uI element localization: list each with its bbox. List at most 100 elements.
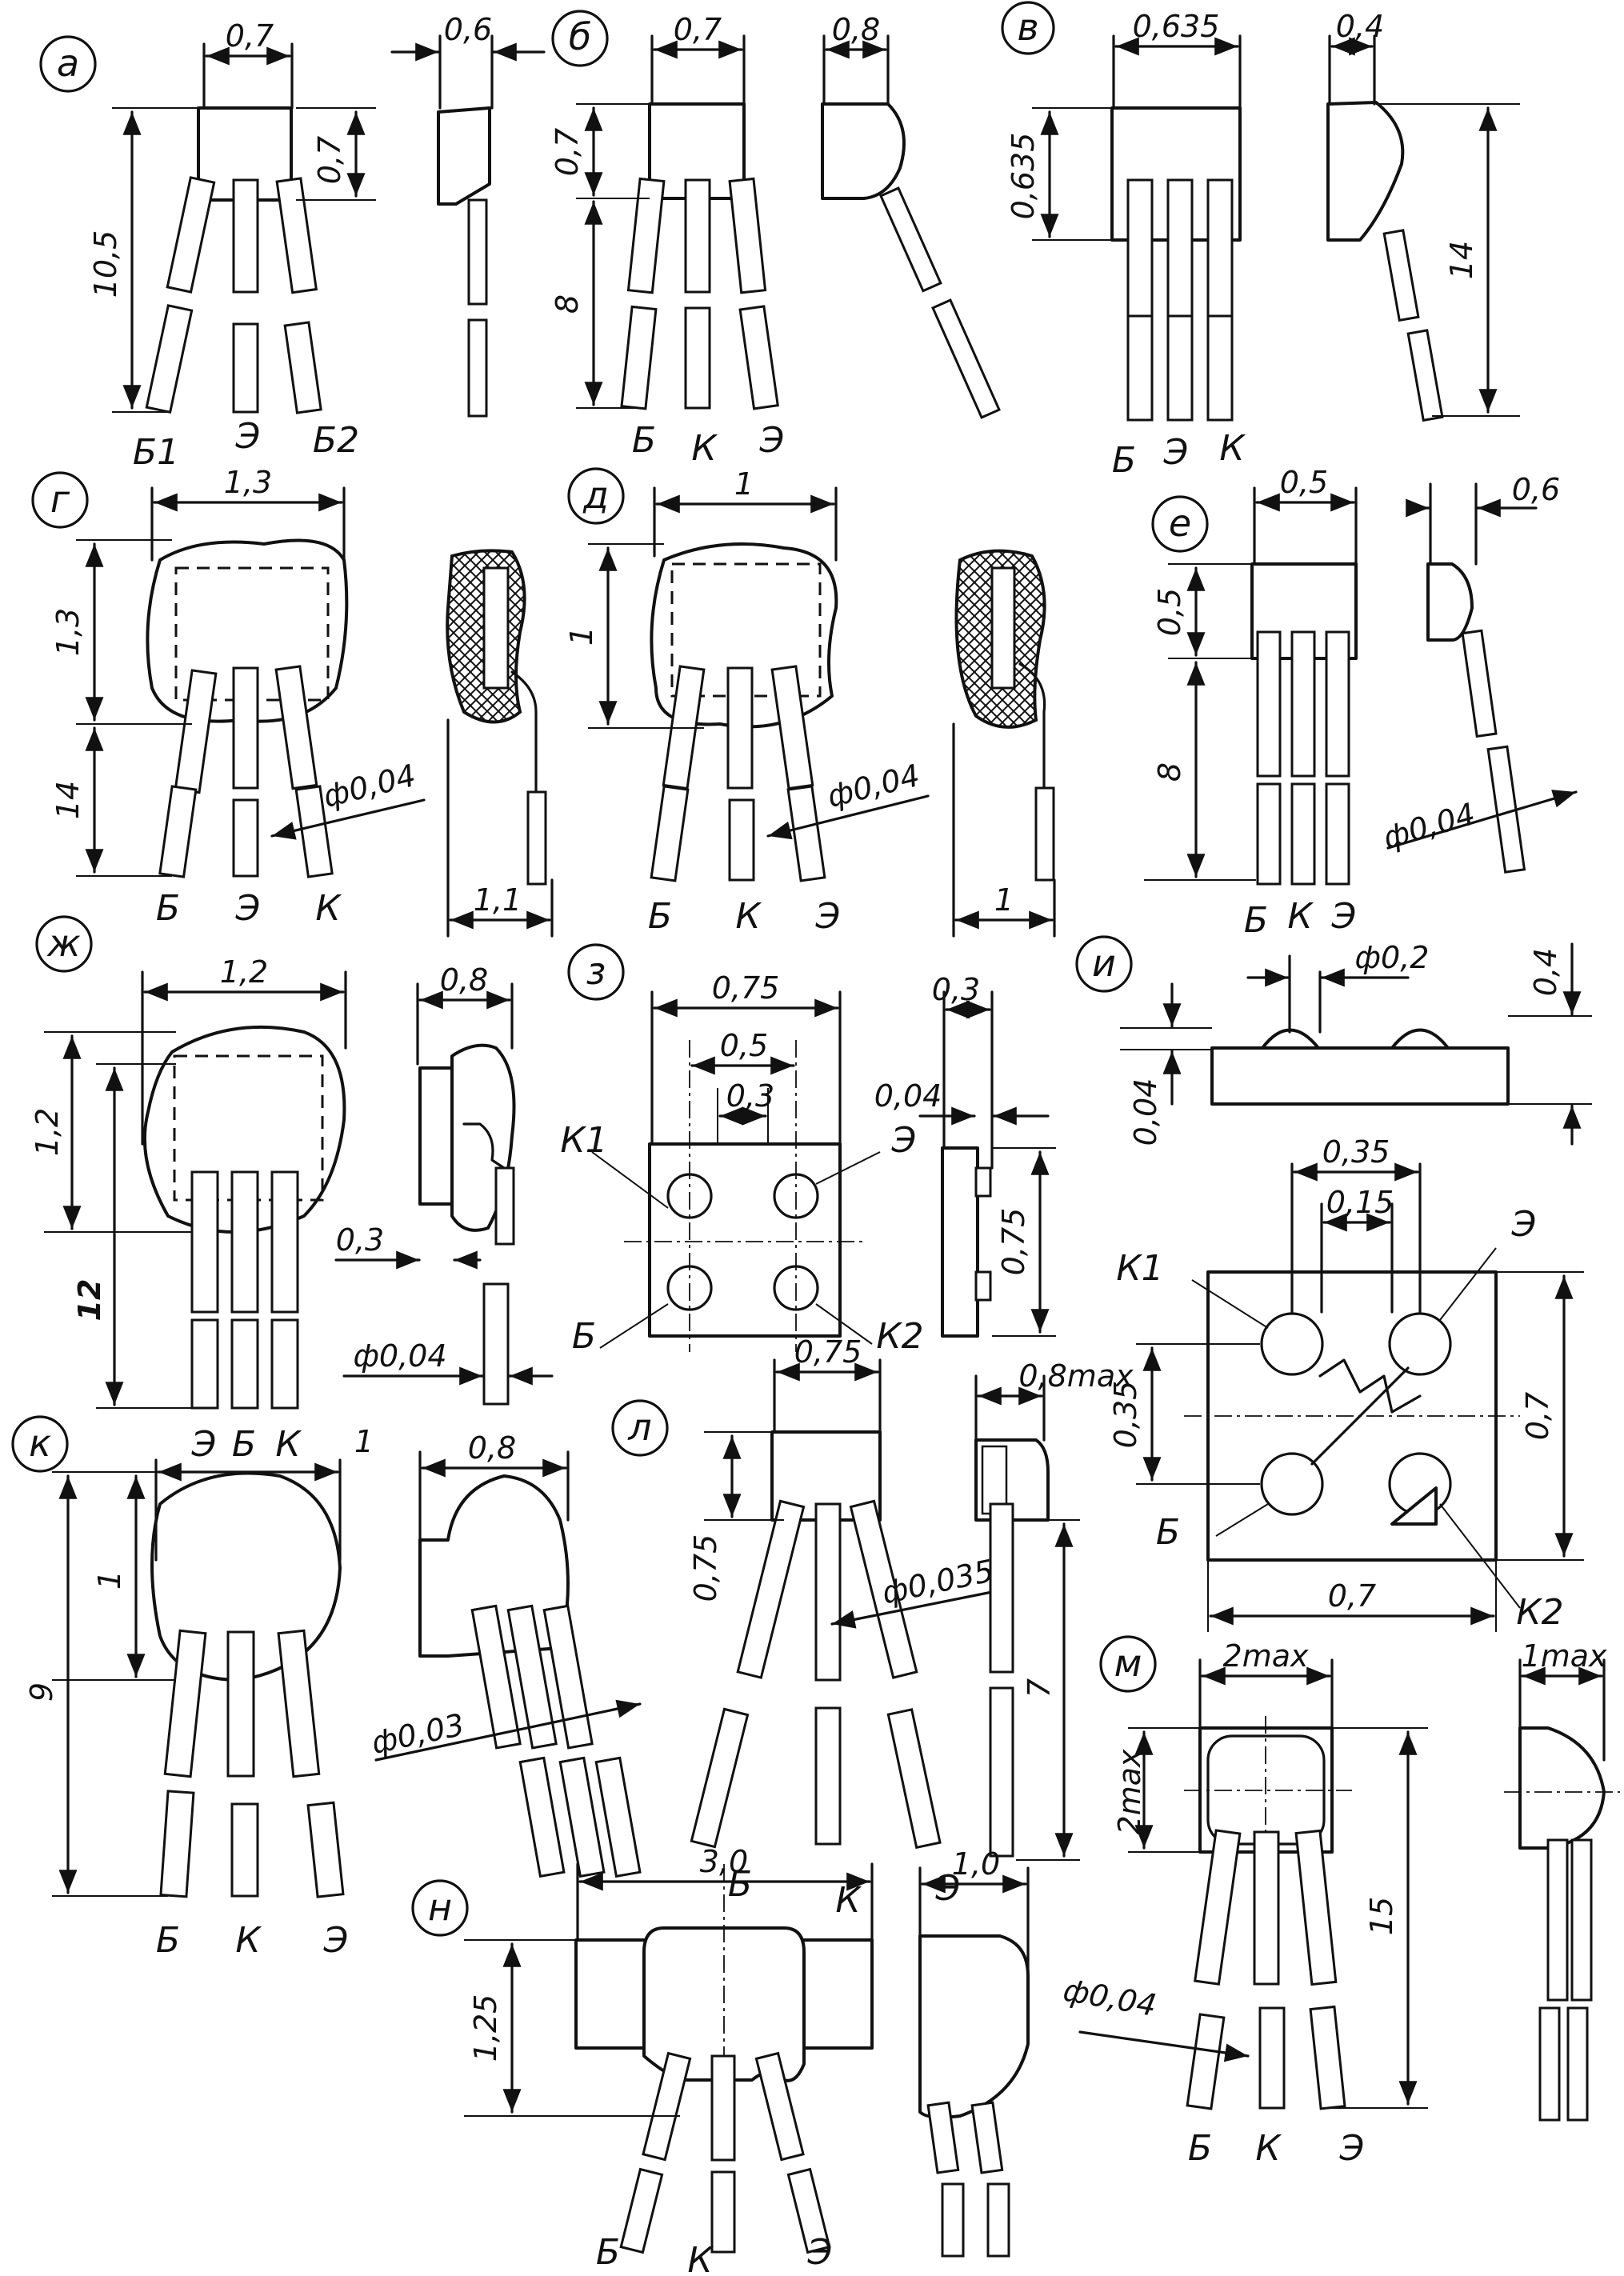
dim-height: 1,3 bbox=[50, 608, 86, 656]
pin-label: Э bbox=[807, 2232, 833, 2273]
variant-letter: з bbox=[586, 950, 606, 993]
side-view-body bbox=[941, 1146, 979, 1338]
bump bbox=[1261, 1028, 1320, 1050]
dim-width: 0,7 bbox=[674, 12, 722, 47]
leads bbox=[1126, 178, 1234, 422]
side-view-body bbox=[918, 1934, 1030, 2119]
side-view-chip bbox=[418, 1066, 455, 1206]
pin-label: Б bbox=[596, 2232, 620, 2273]
dim-thickness: 1,0 bbox=[952, 1846, 1000, 1882]
dim-pad-gap: 0,15 bbox=[1326, 1185, 1394, 1220]
dim-height: 0,75 bbox=[688, 1534, 723, 1602]
dim-height: 0,7 bbox=[550, 128, 585, 176]
dim-width: 1 bbox=[354, 1424, 374, 1459]
dim-height: 1 bbox=[92, 1570, 127, 1590]
variant-letter: а bbox=[57, 42, 79, 85]
variant-label-circle bbox=[1001, 1, 1055, 55]
variant-label-circle bbox=[31, 471, 89, 529]
pin-label: К bbox=[687, 2240, 714, 2276]
pin-label: К bbox=[835, 1880, 862, 1921]
dim-thickness: 0,3 bbox=[932, 972, 980, 1007]
pin-label: Б bbox=[1112, 440, 1136, 481]
pin-label: К bbox=[1255, 2128, 1282, 2169]
variant-n: н 3,0 1,25 Б К Э 1,0 bbox=[411, 1844, 1030, 2276]
side-view-body bbox=[1518, 1726, 1606, 1850]
dim-width: 0,75 bbox=[712, 970, 780, 1006]
variant-letter: к bbox=[29, 1422, 51, 1465]
variant-letter: м bbox=[1114, 1642, 1142, 1685]
pin-label: К bbox=[1287, 896, 1314, 937]
leads bbox=[1186, 1829, 1346, 2110]
dim-thickness: 1,1 bbox=[474, 882, 522, 918]
pin-label: Э bbox=[235, 416, 261, 457]
dim-length: 15 bbox=[1364, 1897, 1399, 1935]
pin-label: Б bbox=[1188, 2128, 1212, 2169]
variant-z: з 0,75 0,5 0,3 К1 Э Б К2 0,3 bbox=[560, 943, 1056, 1357]
leads bbox=[620, 177, 779, 410]
pin-label: Б1 bbox=[133, 432, 179, 473]
dim-wire-diameter: ф0,03 bbox=[368, 1707, 467, 1761]
pin-label: Б bbox=[1244, 900, 1268, 941]
variant-label-circle bbox=[551, 10, 609, 67]
dim-width: 0,635 bbox=[1133, 9, 1220, 44]
dim-thickness: 1 bbox=[994, 882, 1014, 918]
variant-v: в 0,635 0,635 Б Э К 0,4 14 bbox=[1001, 1, 1520, 481]
leads bbox=[650, 665, 826, 882]
dim-length: 9 bbox=[24, 1682, 59, 1702]
pin-label: Б2 bbox=[313, 420, 359, 461]
dim-width: 0,75 bbox=[794, 1334, 862, 1370]
pin-label: Б bbox=[632, 420, 656, 461]
pin-label: Э bbox=[1163, 432, 1189, 473]
pin-label: Б bbox=[648, 896, 672, 937]
dim-width: 0,5 bbox=[1280, 465, 1328, 500]
pin-label: К bbox=[691, 428, 718, 469]
variant-letter: в bbox=[1017, 6, 1038, 49]
dim-gap: 0,3 bbox=[336, 1222, 384, 1258]
dim-height: 2max bbox=[1112, 1749, 1147, 1834]
variant-l: л 0,75 0,75 ф0,035 Б К Э 0,8max bbox=[611, 1334, 1134, 1921]
dim-length: 7 bbox=[1022, 1678, 1057, 1698]
leads bbox=[619, 2051, 831, 2254]
dim-length: 14 bbox=[50, 781, 86, 819]
variant-letter: д bbox=[582, 474, 609, 517]
variant-label-circle bbox=[1075, 935, 1133, 993]
variant-i: и ф0,2 0,4 0,04 0,35 bbox=[1075, 935, 1592, 1633]
dim-height: 0,635 bbox=[1006, 133, 1041, 220]
leads bbox=[158, 665, 334, 878]
pin-label: К bbox=[315, 888, 342, 929]
variant-label-circle bbox=[1099, 1635, 1157, 1693]
pin-label: К1 bbox=[1116, 1248, 1163, 1289]
leads bbox=[145, 176, 322, 414]
variant-letter: б bbox=[569, 15, 591, 58]
key-mark bbox=[1390, 1486, 1438, 1526]
variant-letter: е bbox=[1169, 502, 1191, 545]
leads bbox=[190, 1170, 299, 1410]
leads bbox=[159, 1629, 345, 1898]
variant-label-circle bbox=[567, 943, 625, 1001]
dim-bump-height: 0,04 bbox=[1128, 1078, 1163, 1146]
side-view-body bbox=[821, 102, 906, 200]
pin-label: Э bbox=[891, 1120, 917, 1161]
dim-thickness: 0,8 bbox=[832, 12, 880, 47]
variant-zh: ж 1,2 1,2 12 Э Б К 0 bbox=[30, 915, 554, 1465]
pad-e bbox=[1388, 1312, 1452, 1376]
variant-label-circle bbox=[567, 467, 625, 525]
variant-b: б 0,7 0,7 8 Б К Э 0,8 bbox=[550, 10, 1001, 469]
pin-label: К bbox=[1219, 428, 1246, 469]
pin-label: Э bbox=[235, 888, 261, 929]
dim-thickness: 0,8 bbox=[468, 1430, 516, 1466]
dim-pad-pitch: 0,35 bbox=[1322, 1134, 1390, 1170]
dim-wire-diameter: ф0,04 bbox=[1379, 796, 1479, 856]
pin-label: Э bbox=[1331, 896, 1357, 937]
pin-label: Б bbox=[572, 1316, 596, 1357]
leads bbox=[690, 1499, 942, 1850]
dim-wire-diameter: ф0,04 bbox=[824, 758, 923, 814]
variant-label-circle bbox=[1151, 495, 1209, 553]
side-view-body bbox=[437, 106, 491, 206]
pin-label: Э bbox=[759, 420, 785, 461]
dim-pad-gap: 0,3 bbox=[726, 1078, 774, 1114]
dim-thickness: 0,8 bbox=[440, 962, 488, 998]
dim-length: 8 bbox=[550, 294, 585, 314]
dim-height: 0,7 bbox=[312, 136, 347, 184]
